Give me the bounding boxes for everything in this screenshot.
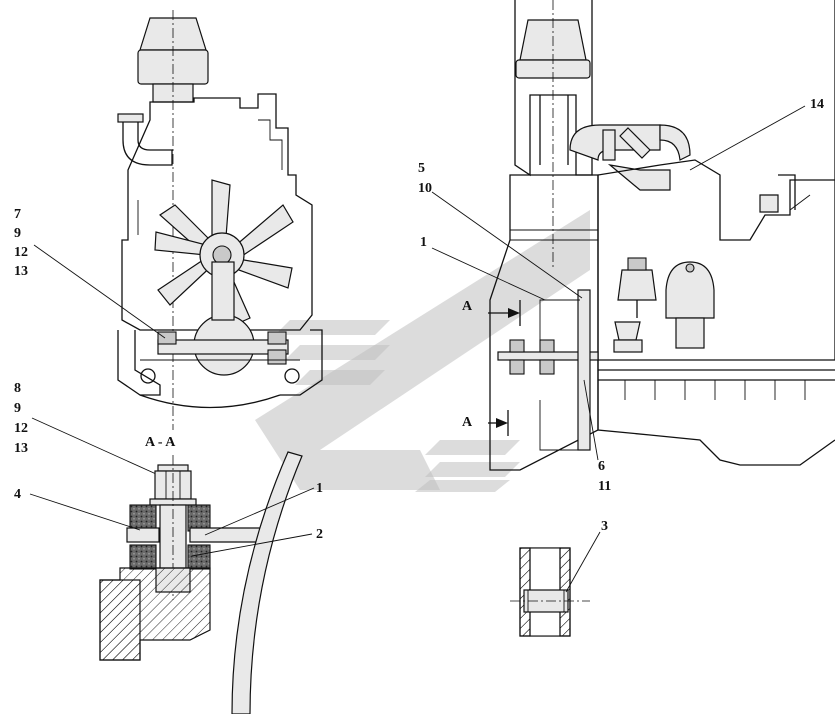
callout-section-4: 4 xyxy=(14,487,21,502)
svg-text:A: A xyxy=(462,299,473,314)
callout-right-14: 14 xyxy=(810,97,824,112)
callout-group-bottom-left: 8 9 12 13 xyxy=(14,381,166,479)
callout-13b: 13 xyxy=(14,441,28,456)
oil-pan-ribs xyxy=(624,380,806,400)
callout-right-5: 5 xyxy=(418,161,425,176)
callout-section-2: 2 xyxy=(316,527,323,542)
callout-right-10: 10 xyxy=(418,181,432,196)
callout-13: 13 xyxy=(14,264,28,279)
callout-right-1: 1 xyxy=(420,235,427,250)
section-arrow-lower: A xyxy=(462,410,509,436)
callout-section-1: 1 xyxy=(316,481,323,496)
svg-text:A: A xyxy=(462,415,473,430)
detail-view-3 xyxy=(510,547,590,637)
section-arrow-upper: A xyxy=(462,299,521,326)
callout-12b: 12 xyxy=(14,421,28,436)
callout-right-11: 11 xyxy=(598,479,611,494)
callout-9: 9 xyxy=(14,226,21,241)
callout-group-top-left: 7 9 12 13 xyxy=(14,207,166,339)
callout-9b: 9 xyxy=(14,401,21,416)
side-view-engine xyxy=(489,0,835,471)
front-view-engine xyxy=(117,10,323,430)
callout-8: 8 xyxy=(14,381,21,396)
callout-right-6: 6 xyxy=(598,459,605,474)
section-title: A - A xyxy=(145,435,176,450)
section-view-mount xyxy=(99,451,303,714)
watermark-logo xyxy=(255,210,590,492)
callout-12: 12 xyxy=(14,245,28,260)
callout-detail-3: 3 xyxy=(601,519,608,534)
callout-7: 7 xyxy=(14,207,21,222)
